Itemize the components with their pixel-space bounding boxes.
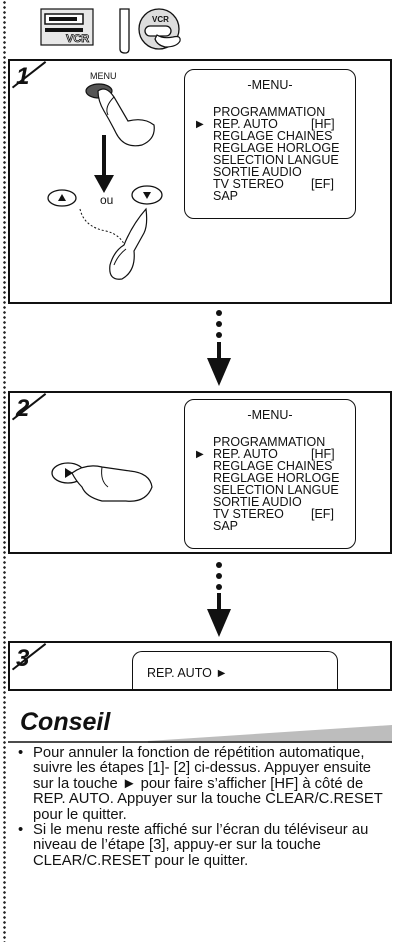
menu-screen: -MENU- PROGRAMMATION ▶ REP. AUTO[HF] REG… [184, 399, 356, 549]
down-arrow-icon [92, 135, 116, 195]
bullet-icon: • [18, 823, 23, 838]
tips-list: • Pour annuler la fonction de répétition… [18, 746, 388, 869]
menu-button-label: MENU [90, 71, 117, 81]
vcr-icon-label: VCR [66, 33, 89, 45]
menu-list: PROGRAMMATION ▶ REP. AUTO[HF] REGLAGE CH… [213, 106, 339, 202]
remote-badge-label: VCR [152, 15, 169, 24]
menu-item: SAP [213, 190, 339, 202]
dotted-margin [3, 0, 6, 942]
cursor-arrow-icon: ▶ [196, 449, 204, 461]
tip-item: • Si le menu reste affiché sur l’écran d… [18, 823, 388, 869]
conseil-title: Conseil [20, 708, 110, 737]
cursor-arrow-icon: ▶ [196, 119, 204, 131]
hand-press-right-button-icon [46, 457, 156, 507]
menu-list: PROGRAMMATION ▶ REP. AUTO[HF] REGLAGE CH… [213, 436, 339, 532]
step-1-panel: 1 MENU ou -MENU- PROGRAMMATION ▶ REP. AU… [8, 59, 392, 304]
tv-screen: REP. AUTO ► [132, 651, 338, 691]
down-arrow-icon [205, 342, 233, 387]
menu-screen: -MENU- PROGRAMMATION ▶ REP. AUTO[HF] REG… [184, 69, 356, 219]
progress-dots [216, 562, 222, 595]
bullet-icon: • [18, 746, 23, 761]
vcr-device-icon: VCR [40, 8, 94, 46]
progress-dots [216, 310, 222, 343]
menu-title: -MENU- [185, 79, 355, 91]
tip-item: • Pour annuler la fonction de répétition… [18, 746, 388, 823]
down-arrow-icon [205, 593, 233, 638]
menu-title: -MENU- [185, 409, 355, 421]
remote-vcr-mode-icon: VCR [117, 5, 183, 55]
step-2-panel: 2 -MENU- PROGRAMMATION ▶ REP. AUTO[HF] R… [8, 391, 392, 554]
hand-press-arrow-icon [74, 201, 164, 283]
menu-item: SAP [213, 520, 339, 532]
step-3-panel: 3 REP. AUTO ► [8, 641, 392, 691]
screen-text: REP. AUTO ► [147, 666, 228, 680]
